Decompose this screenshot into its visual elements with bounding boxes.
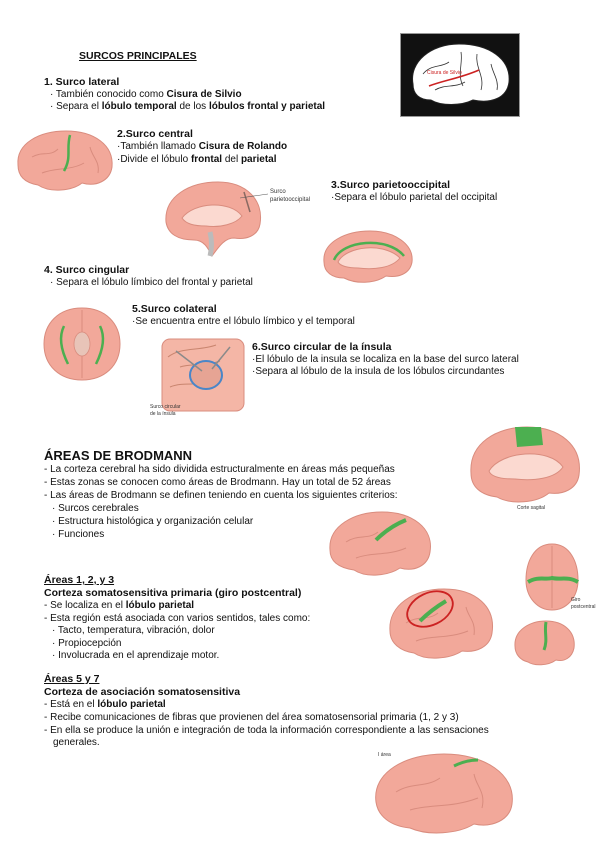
text-bold: lóbulo parietal — [97, 699, 166, 710]
figure-brain-collateral-sulcus — [43, 307, 121, 381]
figure-lateral-brain-outline: Cisura de Silvio — [400, 33, 520, 117]
areas57-item-1: - Está en el lóbulo parietal — [44, 699, 166, 711]
areas123-item-2: - Esta región está asociada con varios s… — [44, 613, 311, 624]
label-giro-postcentral: Giro postcentral — [571, 597, 595, 611]
text-bold: lóbulo temporal — [101, 101, 177, 112]
text-fragment: · También conocido como — [50, 89, 167, 100]
section-4-bullet-1: · Separa el lóbulo límbico del frontal y… — [50, 277, 253, 288]
label-line: de la ínsula — [150, 411, 176, 417]
areas123-heading: Áreas 1, 2, y 3 — [44, 574, 115, 586]
brain-outline-drawing — [412, 43, 510, 105]
section-2-heading: 2.Surco central — [117, 128, 193, 140]
section-5-bullet-1: ·Se encuentra entre el lóbulo límbico y … — [132, 316, 355, 327]
figure-brain-superior-view — [525, 543, 580, 611]
figure-brain-parietooccipital — [165, 181, 262, 257]
figure-brain-cingulate-sulcus — [323, 230, 413, 283]
areas123-item-1: - Se localiza en el lóbulo parietal — [44, 600, 194, 612]
text-fragment: - Está en el — [44, 699, 98, 710]
figure-brain-sagittal-area — [470, 426, 580, 503]
brodmann-sub-3: · Funciones — [52, 529, 105, 540]
section-6-heading: 6.Surco circular de la ínsula — [252, 341, 392, 353]
areas123-subheading: Corteza somatosensitiva primaria (giro p… — [44, 587, 302, 599]
brodmann-heading: ÁREAS DE BRODMANN — [44, 448, 193, 463]
areas123-sub-1: · Tacto, temperatura, vibración, dolor — [52, 625, 215, 636]
section-2-bullet-1: ·También llamado Cisura de Rolando — [117, 141, 287, 153]
areas57-subheading: Corteza de asociación somatosensitiva — [44, 686, 241, 698]
areas57-item-2: - Recibe comunicaciones de fibras que pr… — [44, 712, 459, 723]
brodmann-sub-2: · Estructura histológica y organización … — [52, 516, 254, 527]
section-5-heading: 5.Surco colateral — [132, 303, 217, 315]
text-bold: Cisura de Rolando — [198, 141, 288, 152]
brodmann-item-3: - Las áreas de Brodmann se definen tenie… — [44, 490, 398, 501]
label-line: Giro — [571, 597, 581, 603]
figure-insula — [161, 338, 245, 412]
text-fragment: del — [222, 154, 241, 165]
label-surco-circular: Surco circular de la ínsula — [150, 404, 181, 418]
areas57-item-3b: generales. — [53, 737, 100, 748]
silvio-figure-label: Cisura de Silvio — [427, 70, 462, 76]
brodmann-item-2: - Estas zonas se conocen como áreas de B… — [44, 477, 391, 488]
label-surco-parietooccipital: Surco parietooccipital — [270, 188, 310, 204]
page-title: SURCOS PRINCIPALES — [79, 50, 197, 62]
text-bold: frontal — [190, 154, 223, 165]
section-4-heading: 4. Surco cingular — [44, 264, 130, 276]
section-1-bullet-2: · Separa el lóbulo temporal de los lóbul… — [50, 101, 325, 113]
text-fragment: ·También llamado — [117, 141, 199, 152]
text-bold: lóbulo parietal — [125, 600, 195, 611]
label-line: Surco circular — [150, 404, 181, 410]
areas57-heading: Áreas 5 y 7 — [44, 673, 100, 685]
section-3-heading: 3.Surco parietooccipital — [331, 179, 451, 191]
text-fragment: - Se localiza en el — [44, 600, 126, 611]
areas123-sub-2: · Propiocepción — [52, 638, 122, 649]
figure-brain-lateral-area — [329, 511, 431, 576]
label-i-area: I área — [378, 752, 391, 758]
brodmann-item-1: - La corteza cerebral ha sido dividida e… — [44, 464, 395, 475]
label-line: parietooccipital — [270, 197, 311, 203]
text-bold: Cisura de Silvio — [166, 89, 242, 100]
areas123-sub-3: · Involucrada en el aprendizaje motor. — [52, 650, 220, 661]
label-corte-sagital: Corte sagital — [517, 505, 546, 511]
section-1-heading: 1. Surco lateral — [44, 76, 120, 88]
brodmann-sub-1: · Surcos cerebrales — [52, 503, 139, 514]
section-1-bullet-1: · También conocido como Cisura de Silvio — [50, 89, 242, 101]
text-fragment: · Separa el — [50, 101, 102, 112]
figure-brain-lateral-small — [514, 620, 575, 666]
text-fragment: ·Divide el lóbulo — [117, 154, 191, 165]
text-fragment: de los — [176, 101, 209, 112]
figure-brain-postcentral — [389, 588, 493, 659]
text-bold: parietal — [240, 154, 277, 165]
section-6-bullet-1: ·El lóbulo de la insula se localiza en l… — [252, 354, 519, 365]
figure-brain-central-sulcus — [17, 130, 113, 191]
figure-brain-association-area — [375, 753, 513, 834]
label-line: Surco — [270, 189, 286, 195]
label-line: postcentral — [571, 604, 596, 610]
areas57-item-3a: - En ella se produce la unión e integrac… — [44, 725, 489, 736]
text-bold: lóbulos frontal y parietal — [208, 101, 326, 112]
section-6-bullet-2: ·Separa al lóbulo de la insula de los ló… — [252, 366, 505, 377]
section-3-bullet-1: ·Separa el lóbulo parietal del occipital — [331, 192, 498, 203]
label-leader-line — [239, 193, 269, 199]
section-2-bullet-2: ·Divide el lóbulo frontal del parietal — [117, 154, 277, 166]
